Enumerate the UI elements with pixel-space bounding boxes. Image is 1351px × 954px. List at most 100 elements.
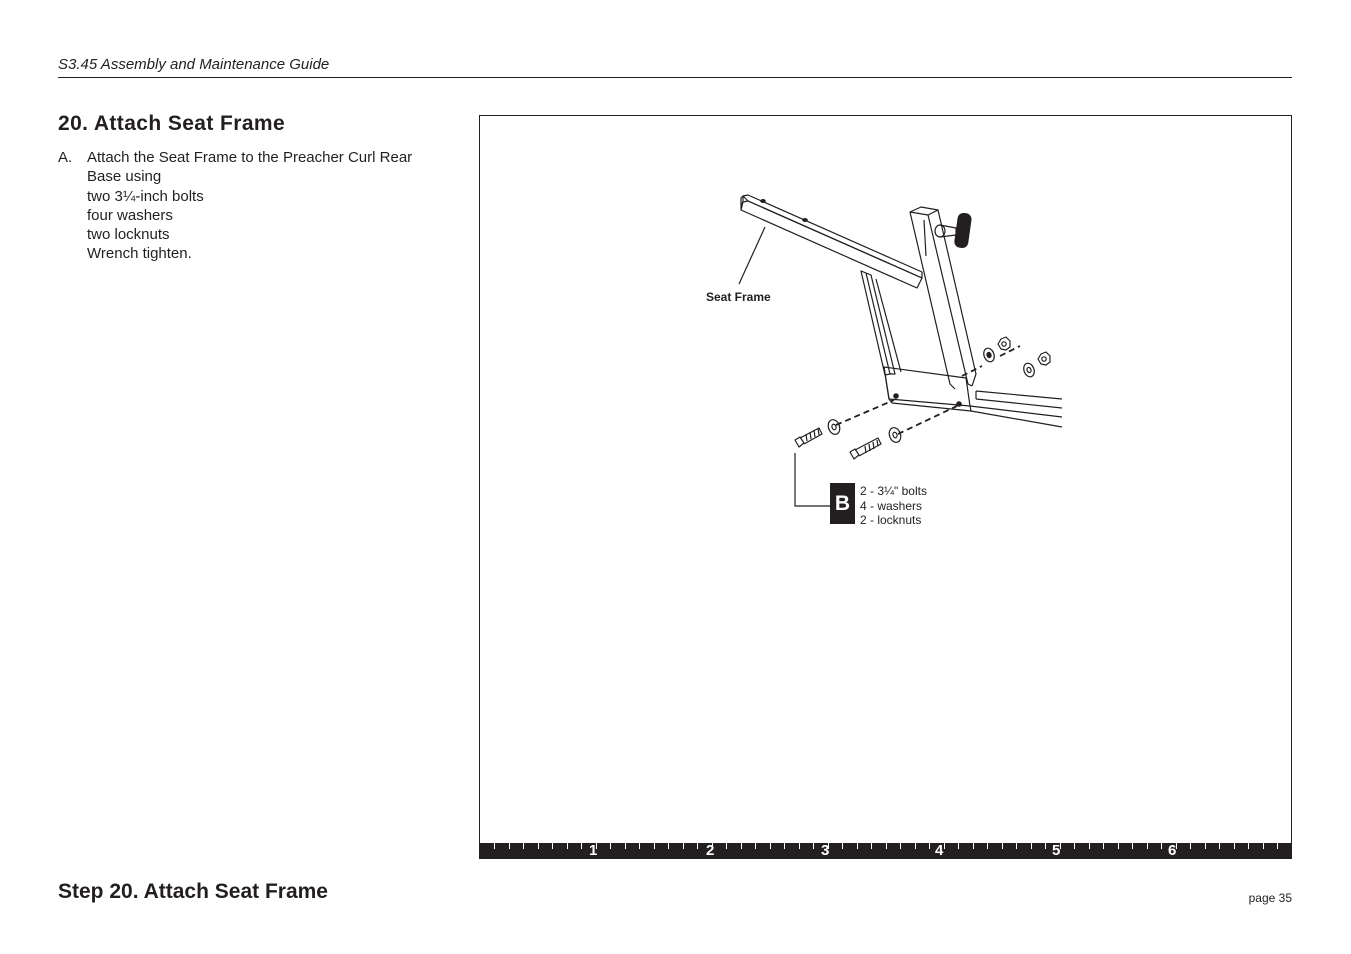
ruler-tick [1161, 843, 1162, 849]
ruler-tick [712, 843, 713, 849]
ruler-tick [770, 843, 771, 849]
ruler-tick [1263, 843, 1264, 849]
ruler-tick [886, 843, 887, 849]
instruction-step-a: A. Attach the Seat Frame to the Preacher… [58, 148, 437, 264]
hardware-item: 2 - 3¼" bolts [860, 484, 927, 498]
ruler-tick [987, 843, 988, 849]
ruler-tick [813, 843, 814, 849]
ruler-number: 5 [1052, 842, 1061, 859]
ruler-tick [915, 843, 916, 849]
pop-pin-knob [934, 212, 972, 249]
bolt-1 [794, 427, 823, 448]
ruler-number: 6 [1168, 842, 1177, 859]
ruler-tick [639, 843, 640, 849]
ruler-tick [1277, 843, 1278, 849]
mounting-bracket [883, 366, 972, 412]
step-letter: A. [58, 149, 73, 166]
ruler-tick [1016, 843, 1017, 849]
ruler-tick [1147, 843, 1148, 849]
ruler-number: 3 [821, 842, 830, 859]
ruler-tick [1118, 843, 1119, 849]
ruler-tick [697, 843, 698, 849]
hardware-item: 4 - washers [860, 498, 923, 513]
step-line: Wrench tighten. [87, 245, 192, 263]
step-line: four washers [87, 206, 173, 224]
assembly-figure: Seat Frame B 2 - 3¼" bolts 4 - washers 2… [479, 115, 1292, 859]
footer-step-title: Step 20. Attach Seat Frame [58, 880, 328, 903]
step-body: Attach the Seat Frame to the Preacher Cu… [87, 148, 437, 264]
ruler-tick [1045, 843, 1046, 849]
ruler-tick [538, 843, 539, 849]
hardware-leader [794, 453, 830, 507]
guide-title: S3.45 Assembly and Maintenance Guide [58, 56, 330, 73]
step-line: two 3¼-inch bolts [87, 187, 204, 205]
hardware-item: 2 - locknuts [860, 513, 922, 527]
instructions: A. Attach the Seat Frame to the Preacher… [58, 148, 437, 264]
section-heading: 20. Attach Seat Frame [58, 112, 286, 135]
bolt-2 [849, 437, 882, 460]
ruler-tick [929, 843, 930, 849]
seat-frame-callout: Seat Frame [706, 290, 771, 304]
ruler-tick [1132, 843, 1133, 849]
ruler-tick [900, 843, 901, 849]
ruler-number: 2 [706, 842, 715, 859]
hardware-bag-badge: B [830, 483, 855, 524]
ruler-tick [726, 843, 727, 849]
locknut [1037, 351, 1051, 366]
ruler-tick [1089, 843, 1090, 849]
assembly-dash-lines [835, 345, 1021, 435]
rear-base-tube [969, 390, 1063, 428]
ruler-tick [552, 843, 553, 849]
ruler-tick [799, 843, 800, 849]
ruler-tick [1031, 843, 1032, 849]
washer [983, 347, 995, 363]
ruler-tick [857, 843, 858, 849]
ruler-tick [610, 843, 611, 849]
ruler-tick [1176, 843, 1177, 849]
header-rule [58, 77, 1292, 78]
ruler-tick [683, 843, 684, 849]
ruler-tick [494, 843, 495, 849]
ruler-tick [1074, 843, 1075, 849]
washer [888, 427, 902, 443]
measurement-ruler: 1 2 3 4 5 6 [480, 842, 1291, 859]
ruler-tick [581, 843, 582, 849]
washer [1023, 362, 1035, 378]
ruler-tick [958, 843, 959, 849]
ruler-tick [1248, 843, 1249, 849]
ruler-tick [828, 843, 829, 849]
seat-frame-illustration [738, 194, 1063, 507]
ruler-tick [625, 843, 626, 849]
ruler-tick [1205, 843, 1206, 849]
seat-frame-tube [740, 194, 923, 289]
ruler-tick [1234, 843, 1235, 849]
ruler-tick [509, 843, 510, 849]
step-line: Attach the Seat Frame to the Preacher Cu… [87, 149, 413, 186]
locknut [997, 336, 1011, 351]
ruler-tick [1002, 843, 1003, 849]
ruler-number: 4 [935, 842, 944, 859]
rear-upright-post [909, 206, 977, 390]
seat-frame-leader [738, 226, 766, 285]
page-number: page 35 [1248, 891, 1292, 905]
ruler-tick [523, 843, 524, 849]
ruler-number: 1 [589, 842, 598, 859]
ruler-tick [973, 843, 974, 849]
ruler-tick [567, 843, 568, 849]
ruler-tick [596, 843, 597, 849]
hardware-list: 2 - 3¼" bolts 4 - washers 2 - locknuts [860, 484, 927, 528]
ruler-tick [842, 843, 843, 849]
ruler-tick [784, 843, 785, 849]
ruler-tick [654, 843, 655, 849]
washer [827, 419, 841, 435]
ruler-tick [944, 843, 945, 849]
step-line: two locknuts [87, 226, 170, 244]
ruler-tick [1103, 843, 1104, 849]
ruler-tick [668, 843, 669, 849]
ruler-tick [1060, 843, 1061, 849]
ruler-tick [755, 843, 756, 849]
ruler-tick [1219, 843, 1220, 849]
ruler-tick [741, 843, 742, 849]
front-support-leg [860, 270, 902, 376]
ruler-tick [1190, 843, 1191, 849]
